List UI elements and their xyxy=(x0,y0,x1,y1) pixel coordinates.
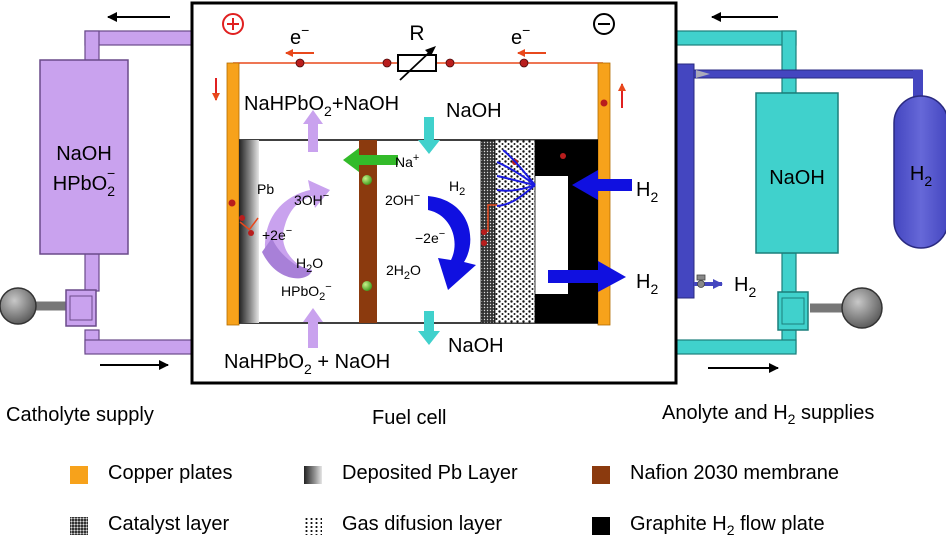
catholyte-out-label: NaHPbO2+NaOH xyxy=(244,93,399,119)
hydrogen-tank-label: H2 xyxy=(910,163,932,189)
sodium-ion-label: Na+ xyxy=(395,152,419,170)
hydrogen-vent-label: H2 xyxy=(734,274,756,300)
anolyte-out-arrow-top xyxy=(418,117,440,154)
hydrogen-out-arrow xyxy=(548,261,626,292)
catholyte-pump xyxy=(0,287,37,325)
hydroxide-3-label: 3OH− xyxy=(294,190,329,208)
gas-diffusion-layer xyxy=(494,139,536,324)
electron-dot xyxy=(519,58,529,68)
lose-electrons-label: −2e− xyxy=(415,228,445,246)
catholyte-tank xyxy=(39,59,129,255)
anolyte-supply-caption: Anolyte and H2 supplies xyxy=(662,402,875,427)
fuel-cell-caption: Fuel cell xyxy=(372,407,447,429)
lead-deposition-arrow xyxy=(264,180,330,276)
electron-dot xyxy=(445,58,455,68)
catholyte-supply-caption: Catholyte supply xyxy=(6,404,154,426)
water-left-label: H2O xyxy=(296,255,323,275)
sodium-ion-dot xyxy=(362,281,372,291)
hydrogen-tank xyxy=(893,95,946,249)
anolyte-out-arrow-bottom xyxy=(418,311,440,345)
catholyte-out-arrow xyxy=(303,110,323,152)
hydrogen-in-arrow xyxy=(572,170,632,200)
anolyte-tank xyxy=(755,92,839,254)
copper-plate-positive xyxy=(226,62,240,326)
catholyte-in-arrow xyxy=(303,308,323,348)
catholyte-tank-line2: HPbO2− xyxy=(53,165,115,199)
lead-label: Pb xyxy=(257,181,274,197)
anolyte-out-label-bottom: NaOH xyxy=(448,335,504,357)
legend-swatch-nafion xyxy=(592,466,610,484)
nafion-membrane xyxy=(359,140,377,323)
electron-dot xyxy=(382,58,392,68)
anolyte-tank-label: NaOH xyxy=(769,167,825,189)
anolyte-loop xyxy=(675,30,883,355)
catholyte-loop xyxy=(0,30,194,355)
resistor-label: R xyxy=(409,22,424,45)
electron-dot xyxy=(228,199,236,207)
hydrogen-inner-label: H2 xyxy=(449,178,465,198)
electron-dot xyxy=(600,99,608,107)
gain-electrons-label: +2e− xyxy=(262,225,292,243)
anolyte-pump xyxy=(841,287,883,329)
hydrogen-manifold xyxy=(675,63,923,299)
water-right-label: 2H2O xyxy=(386,262,421,282)
hydrogen-in-label: H2 xyxy=(636,179,658,205)
sodium-migration-arrow xyxy=(343,148,398,172)
electron-label-right: e− xyxy=(511,22,530,49)
hydrogen-diffusion-paths xyxy=(496,149,536,207)
catholyte-tank-line1: NaOH xyxy=(56,143,112,165)
catholyte-in-label: NaHPbO2 + NaOH xyxy=(224,351,390,377)
legend-swatch-catalyst xyxy=(70,517,88,535)
legend-swatch-pb xyxy=(304,466,322,484)
sodium-ion-dot xyxy=(362,175,372,185)
hydrogen-out-label: H2 xyxy=(636,271,658,297)
anolyte-out-label-top: NaOH xyxy=(446,100,502,122)
legend-swatch-copper xyxy=(70,466,88,484)
electron-dot xyxy=(295,58,305,68)
electron-label-left: e− xyxy=(290,22,309,49)
hydrogen-oxidation-arrow xyxy=(428,196,476,290)
hpbo2-left-label: HPbO2− xyxy=(281,281,332,303)
hydroxide-2-label: 2OH− xyxy=(385,190,420,208)
legend-swatch-graphite xyxy=(592,517,610,535)
legend-swatch-gdl xyxy=(304,517,322,535)
